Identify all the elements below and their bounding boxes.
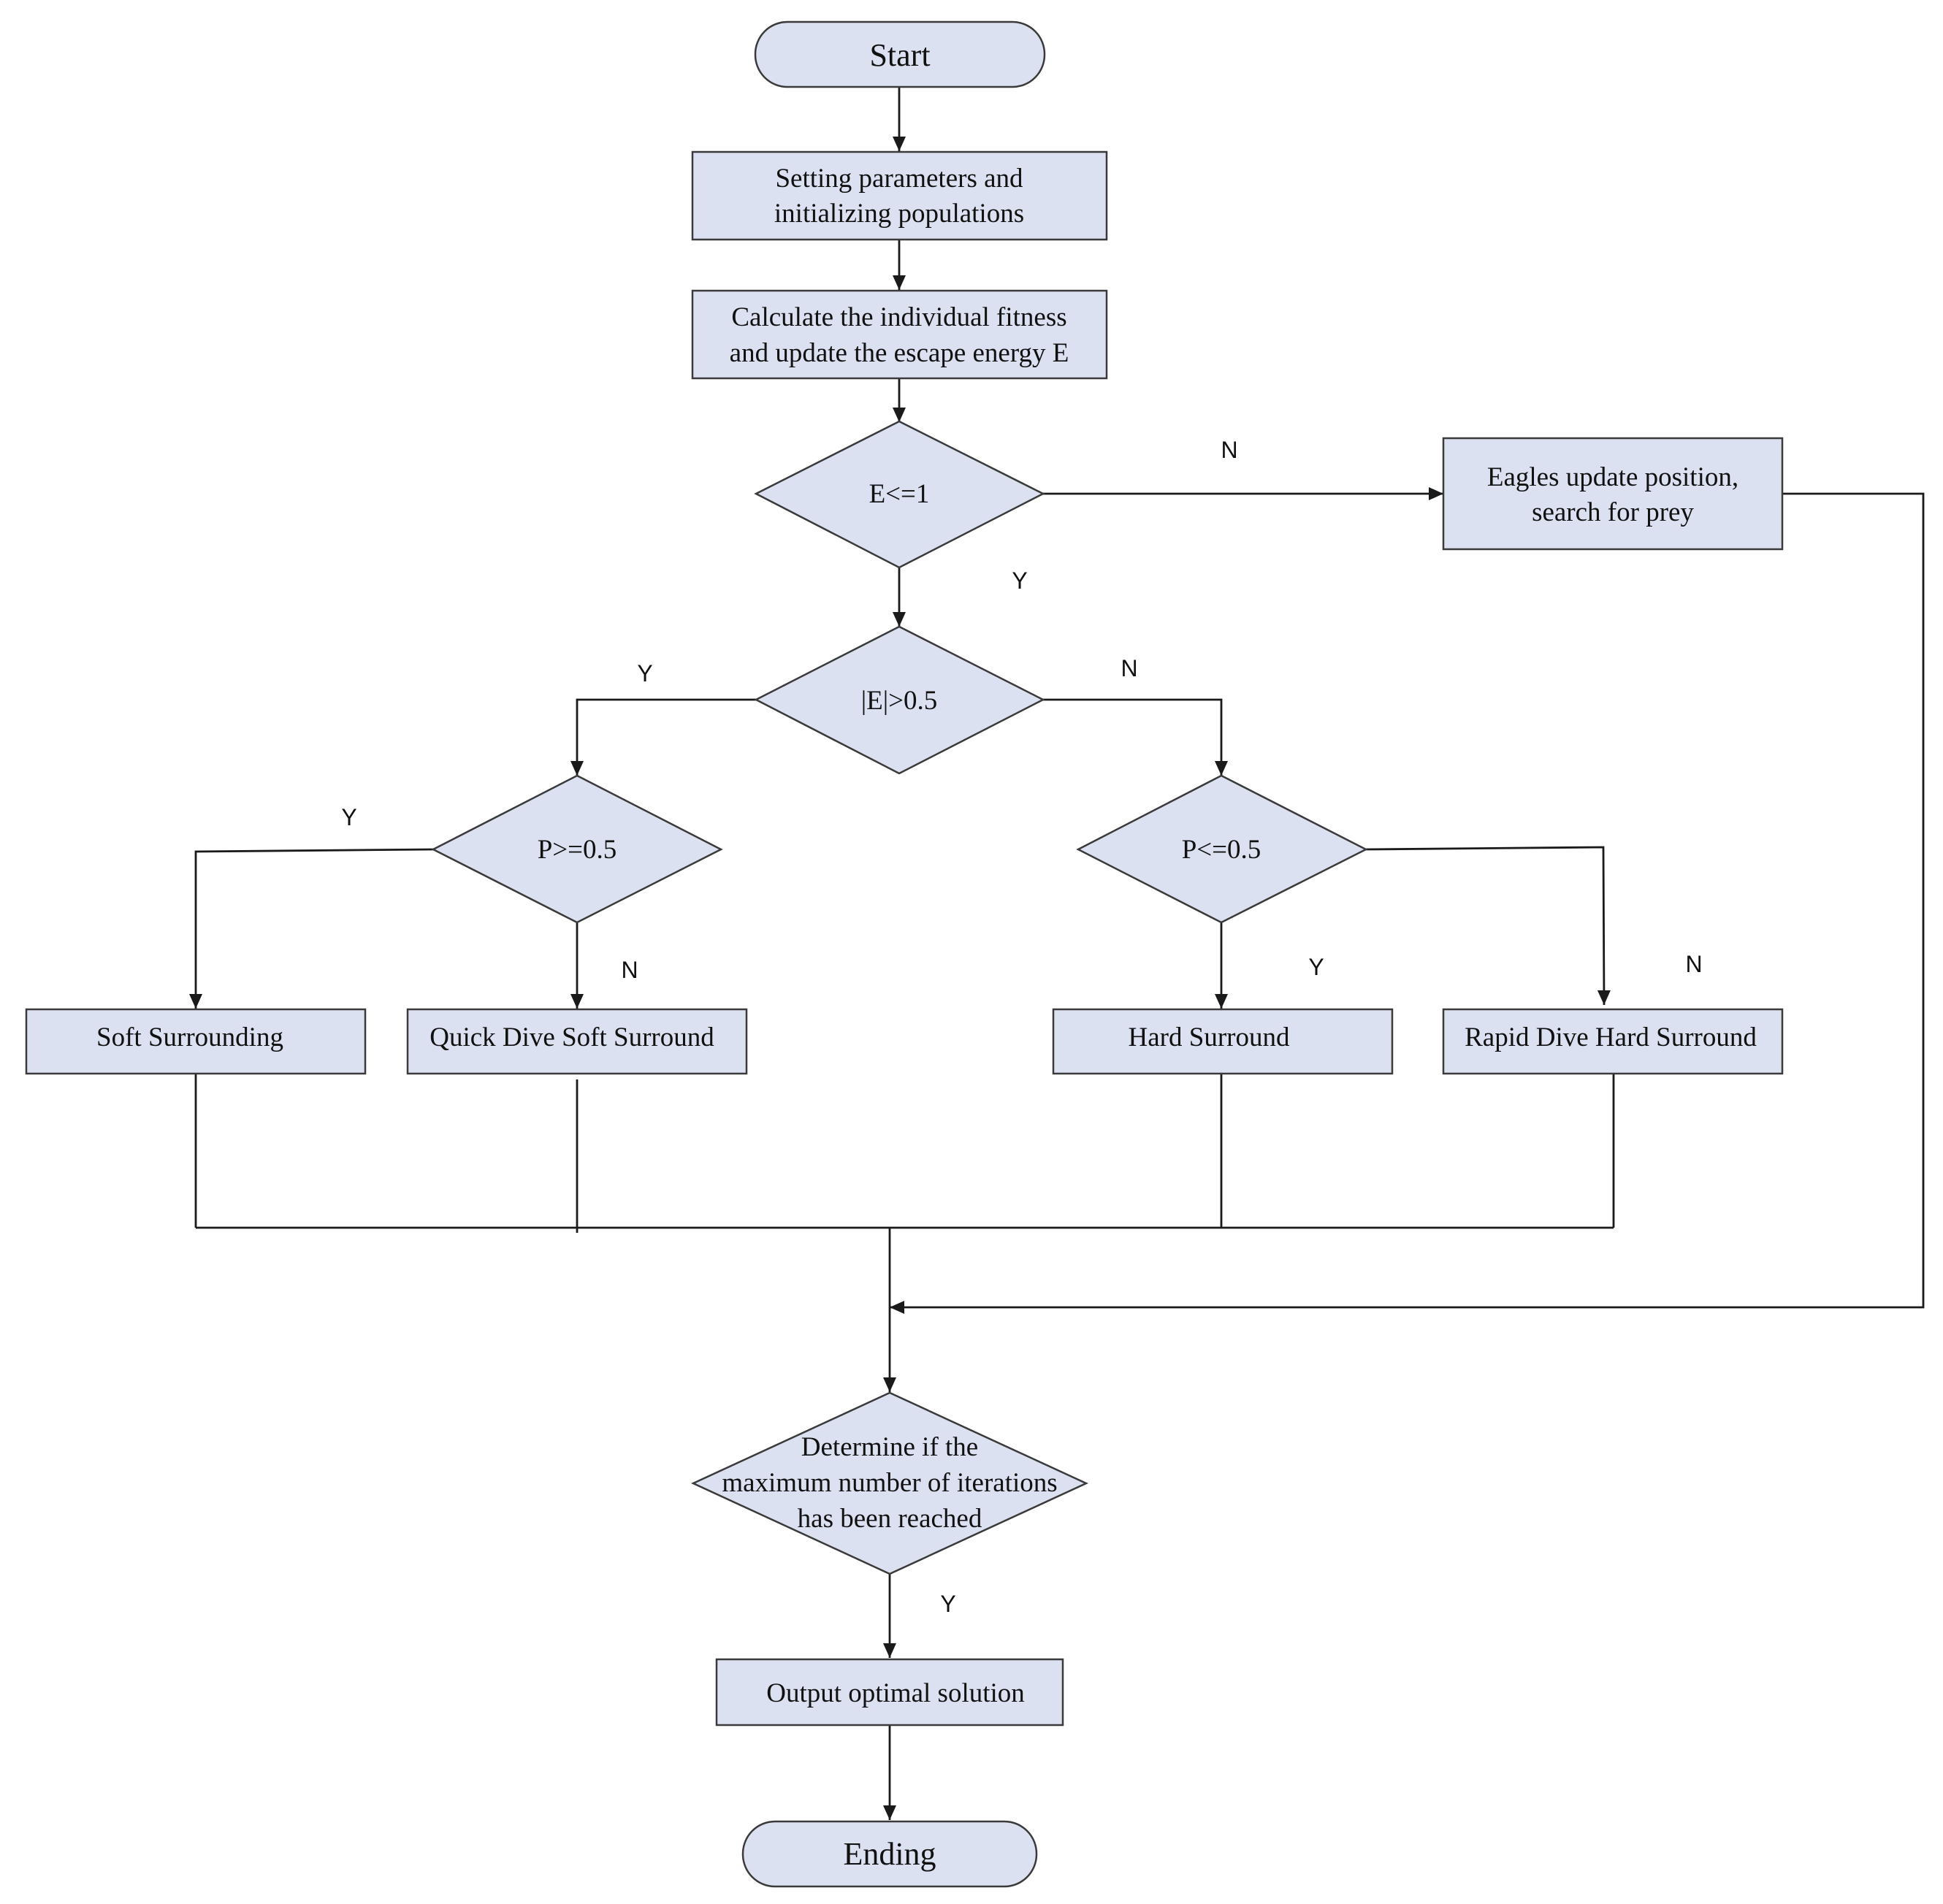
decision-p-ge-label: P>=0.5 <box>538 835 617 865</box>
output-process: Output optimal solution <box>715 1658 1064 1727</box>
decision-max-iter: Determine if the maximum number of itera… <box>691 1391 1088 1575</box>
edge-abs-e-to-p-le <box>1043 698 1228 776</box>
label-decision-e-no: N <box>1221 437 1237 463</box>
soft-surrounding-process: Soft Surrounding <box>25 1008 367 1075</box>
max-iter-label-line3: has been reached <box>798 1504 982 1534</box>
fitness-process: Calculate the individual fitness and upd… <box>691 289 1108 380</box>
decision-e: E<=1 <box>754 420 1045 569</box>
fitness-label-line1: Calculate the individual fitness <box>731 302 1066 332</box>
edges <box>189 88 1925 1820</box>
label-p-ge-no: N <box>621 957 638 983</box>
max-iter-label-line2: maximum number of iterations <box>722 1468 1057 1498</box>
decision-p-le: P<=0.5 <box>1076 774 1368 924</box>
label-max-iter-yes: Y <box>940 1591 955 1617</box>
decision-abs-e: |E|>0.5 <box>754 625 1045 775</box>
decision-p-ge: P>=0.5 <box>431 774 723 924</box>
output-label: Output optimal solution <box>766 1678 1025 1708</box>
fitness-label-line2: and update the escape energy E <box>730 338 1069 368</box>
edge-p-le-to-rapid-dive <box>1365 846 1611 1006</box>
label-abs-e-no: N <box>1121 655 1137 681</box>
rapid-dive-hard-label: Rapid Dive Hard Surround <box>1465 1022 1757 1052</box>
init-label-line1: Setting parameters and <box>775 164 1023 194</box>
edge-p-ge-to-soft <box>189 848 434 1009</box>
start-terminal: Start <box>754 20 1046 88</box>
end-terminal: Ending <box>741 1820 1038 1888</box>
label-decision-e-yes: Y <box>1012 567 1027 594</box>
max-iter-label-line1: Determine if the <box>801 1432 978 1462</box>
decision-e-label: E<=1 <box>869 479 930 509</box>
quick-dive-soft-label: Quick Dive Soft Surround <box>430 1022 714 1052</box>
init-label-line2: initializing populations <box>774 199 1024 229</box>
edge-labels: N Y Y N Y N Y N Y <box>341 437 1702 1617</box>
decision-p-le-label: P<=0.5 <box>1182 835 1261 865</box>
init-process: Setting parameters and initializing popu… <box>691 150 1108 241</box>
quick-dive-soft-process: Quick Dive Soft Surround <box>406 1008 748 1075</box>
eagles-label-line2: search for prey <box>1532 497 1694 527</box>
hard-surround-process: Hard Surround <box>1052 1008 1394 1075</box>
rapid-dive-hard-process: Rapid Dive Hard Surround <box>1442 1008 1784 1075</box>
end-label: Ending <box>843 1836 936 1872</box>
decision-abs-e-label: |E|>0.5 <box>861 686 938 716</box>
edge-abs-e-to-p-ge <box>570 698 756 776</box>
eagles-label-line1: Eagles update position, <box>1487 462 1738 492</box>
label-p-le-yes: Y <box>1308 954 1324 980</box>
label-p-le-no: N <box>1685 951 1702 977</box>
label-p-ge-yes: Y <box>341 804 356 830</box>
label-abs-e-yes: Y <box>637 660 652 687</box>
edge-eagles-loop-back <box>890 492 1925 1314</box>
eagles-process: Eagles update position, search for prey <box>1442 437 1784 551</box>
start-label: Start <box>869 37 930 73</box>
soft-surrounding-label: Soft Surrounding <box>96 1022 283 1052</box>
hard-surround-label: Hard Surround <box>1129 1022 1290 1052</box>
